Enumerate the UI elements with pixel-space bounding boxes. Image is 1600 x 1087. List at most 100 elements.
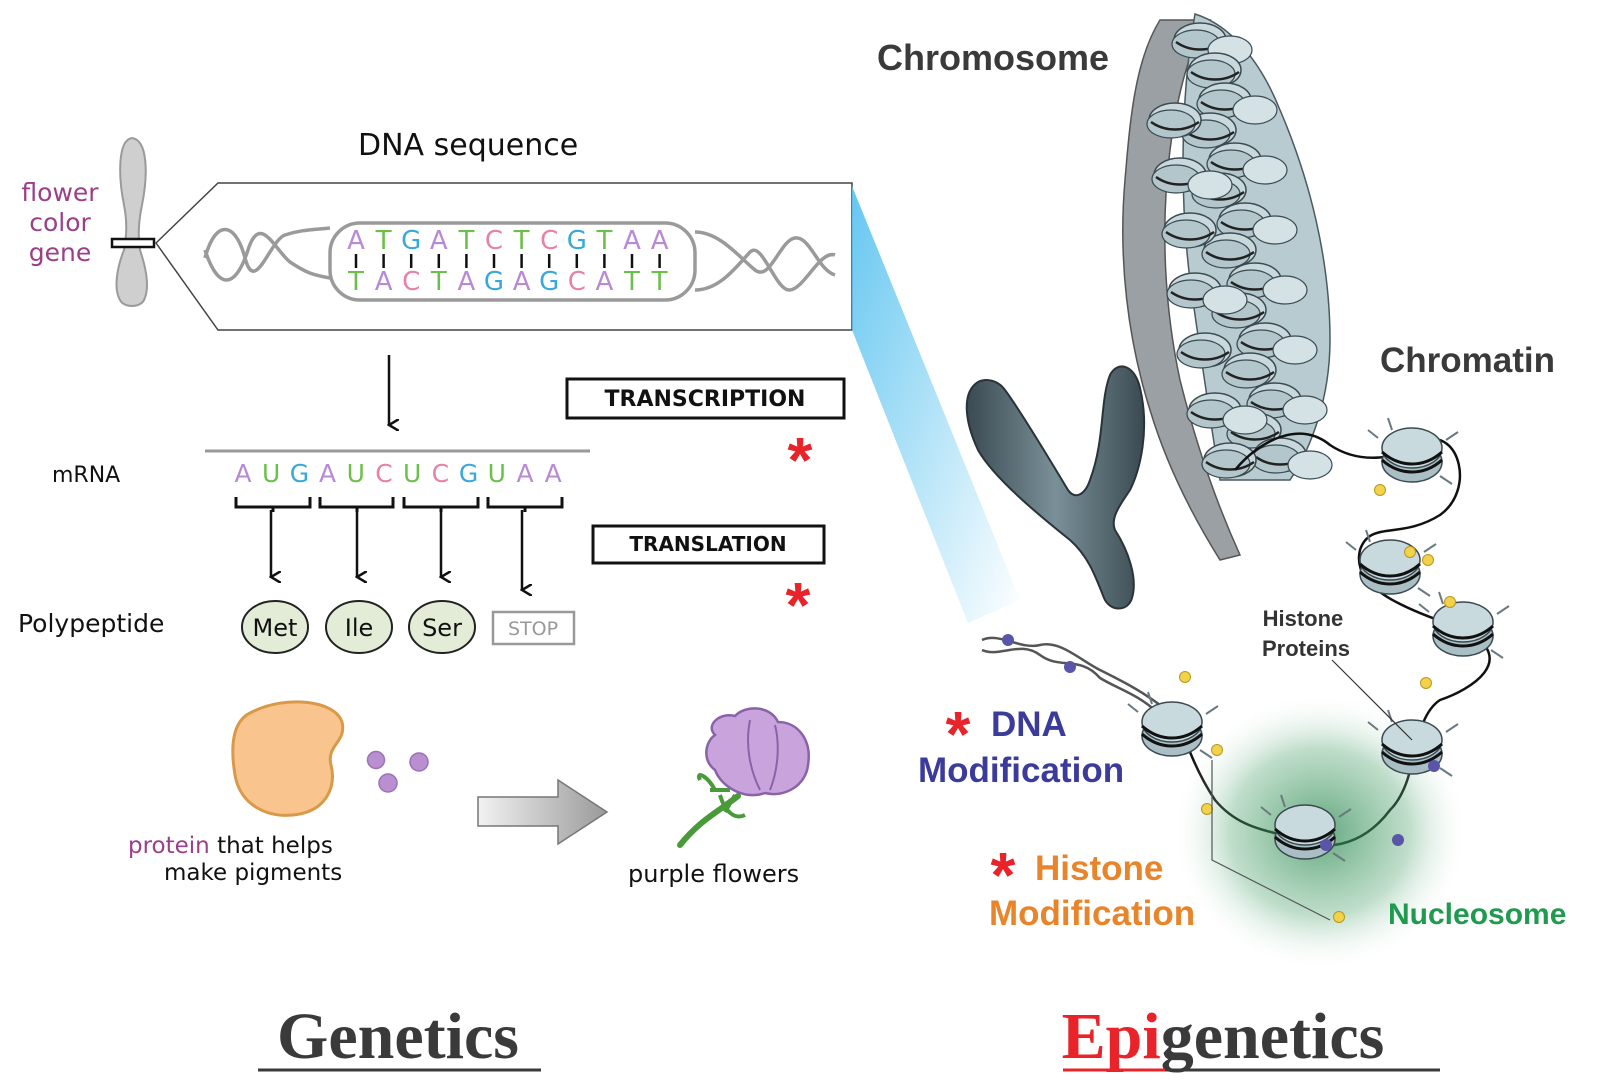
mrna-label: mRNA (52, 463, 120, 488)
epigenetics-title-suffix: genetics (1161, 1000, 1385, 1073)
codon-brackets (234, 497, 564, 512)
fiber-nucleosome (1201, 442, 1257, 479)
dna-base-pair-ticks (354, 254, 661, 268)
fiber-nucleosome (1251, 437, 1333, 480)
dna-base: C (540, 226, 558, 256)
mrna-base: U (347, 459, 365, 488)
acetyl-group-icon (1201, 803, 1213, 815)
translation-asterisk: * (786, 569, 811, 641)
dna-base: T (430, 267, 447, 297)
svg-text:STOP: STOP (508, 618, 558, 640)
polypeptide-label: Polypeptide (18, 609, 164, 638)
acetyl-group-icon (1333, 911, 1345, 923)
acetyl-group-icon (1211, 744, 1223, 756)
fiber-nucleosome (1161, 212, 1217, 249)
gene-label-line: gene (28, 238, 92, 267)
fiber-nucleosome (1216, 202, 1298, 245)
methyl-group-icon (1320, 839, 1332, 851)
histone-modification-asterisk: * (991, 839, 1016, 911)
fiber-nucleosome (1146, 102, 1202, 139)
x-chromosome-icon (965, 365, 1146, 610)
chromosome-label: Chromosome (877, 37, 1109, 78)
epigenetics-title-prefix: Epi (1062, 1000, 1161, 1073)
purple-flower-icon (677, 707, 810, 848)
mrna-base: U (488, 459, 506, 488)
genetics-title: Genetics (277, 1000, 519, 1073)
mrna-base: G (290, 459, 309, 488)
mrna-base: A (516, 459, 533, 488)
fiber-nucleosome (1206, 142, 1288, 185)
fiber-nucleosome (1236, 322, 1318, 365)
dna-helix (203, 221, 836, 302)
svg-text:Ile: Ile (345, 614, 374, 642)
dna-base: T (651, 267, 668, 297)
nucleosome-icon (1260, 794, 1352, 862)
nucleosome-icon (1367, 417, 1459, 485)
fiber-nucleosome (1196, 82, 1278, 125)
gene-label-line: color (29, 208, 91, 237)
histone-proteins-label: Histone Proteins (1262, 606, 1350, 661)
translation-label: TRANSLATION (629, 532, 786, 556)
protein-icon (231, 700, 429, 817)
protein-word: protein (128, 833, 210, 859)
acetyl-group-icon (1422, 554, 1434, 566)
protein-caption-line2: make pigments (164, 860, 343, 886)
dna-modification-asterisk: * (946, 698, 971, 770)
histone-modification-label: Histone Modification (989, 849, 1195, 933)
amino-acid-ile: Ile (325, 600, 393, 654)
mrna-base: C (432, 459, 449, 488)
dna-base: A (596, 267, 614, 297)
fiber-nucleosome (1226, 262, 1308, 305)
nucleosome-set (1127, 417, 1510, 923)
chromatin-label: Chromatin (1380, 341, 1555, 380)
dna-base: T (513, 226, 530, 256)
dna-base: T (457, 226, 474, 256)
dna-base: G (401, 226, 421, 256)
transcription-asterisk: * (788, 424, 813, 496)
fiber-nucleosome (1221, 352, 1277, 389)
fiber-nucleosome (1171, 22, 1253, 65)
mrna-base: U (403, 459, 421, 488)
protein-caption: protein that helps make pigments (128, 833, 342, 887)
dna-base: T (595, 226, 612, 256)
dna-base: A (623, 226, 641, 256)
dna-base: G (484, 267, 504, 297)
fiber-nucleosome (1151, 157, 1233, 200)
dna-base: T (347, 267, 364, 297)
stop-codon: STOP (491, 610, 576, 646)
mrna-base: U (262, 459, 280, 488)
protein-caption-rest: that helps (209, 833, 333, 859)
dna-modification-label: DNA Modification (918, 705, 1124, 790)
mrna-base: G (459, 459, 478, 488)
mrna-base: A (319, 459, 336, 488)
dna-base: G (567, 226, 587, 256)
epigenetics-title: Epigenetics (1062, 1000, 1385, 1073)
fiber-nucleosome (1166, 272, 1248, 315)
dna-base: A (513, 267, 531, 297)
acetyl-group-icon (1444, 596, 1456, 608)
zoom-beam (852, 186, 1020, 623)
dna-base: A (458, 267, 476, 297)
mrna-base: C (375, 459, 392, 488)
methyl-group-icon (1002, 634, 1014, 646)
translation-box (591, 524, 826, 565)
dna-base: G (539, 267, 559, 297)
chromosome-icon (110, 136, 156, 307)
transcription-box (565, 377, 846, 420)
dna-sequence-title: DNA sequence (358, 128, 579, 163)
chromatin-nucleosome-stack (1146, 22, 1333, 480)
acetyl-group-icon (1179, 671, 1191, 683)
dna-base: C (485, 226, 503, 256)
nucleosome-icon (1418, 591, 1510, 659)
dna-base: A (651, 226, 669, 256)
dna-base: A (347, 226, 365, 256)
fiber-nucleosome (1176, 332, 1232, 369)
histone-callout-line (1331, 659, 1413, 741)
nucleosome-icon (1127, 691, 1219, 759)
dna-base: C (568, 267, 586, 297)
mrna-base: A (545, 459, 562, 488)
